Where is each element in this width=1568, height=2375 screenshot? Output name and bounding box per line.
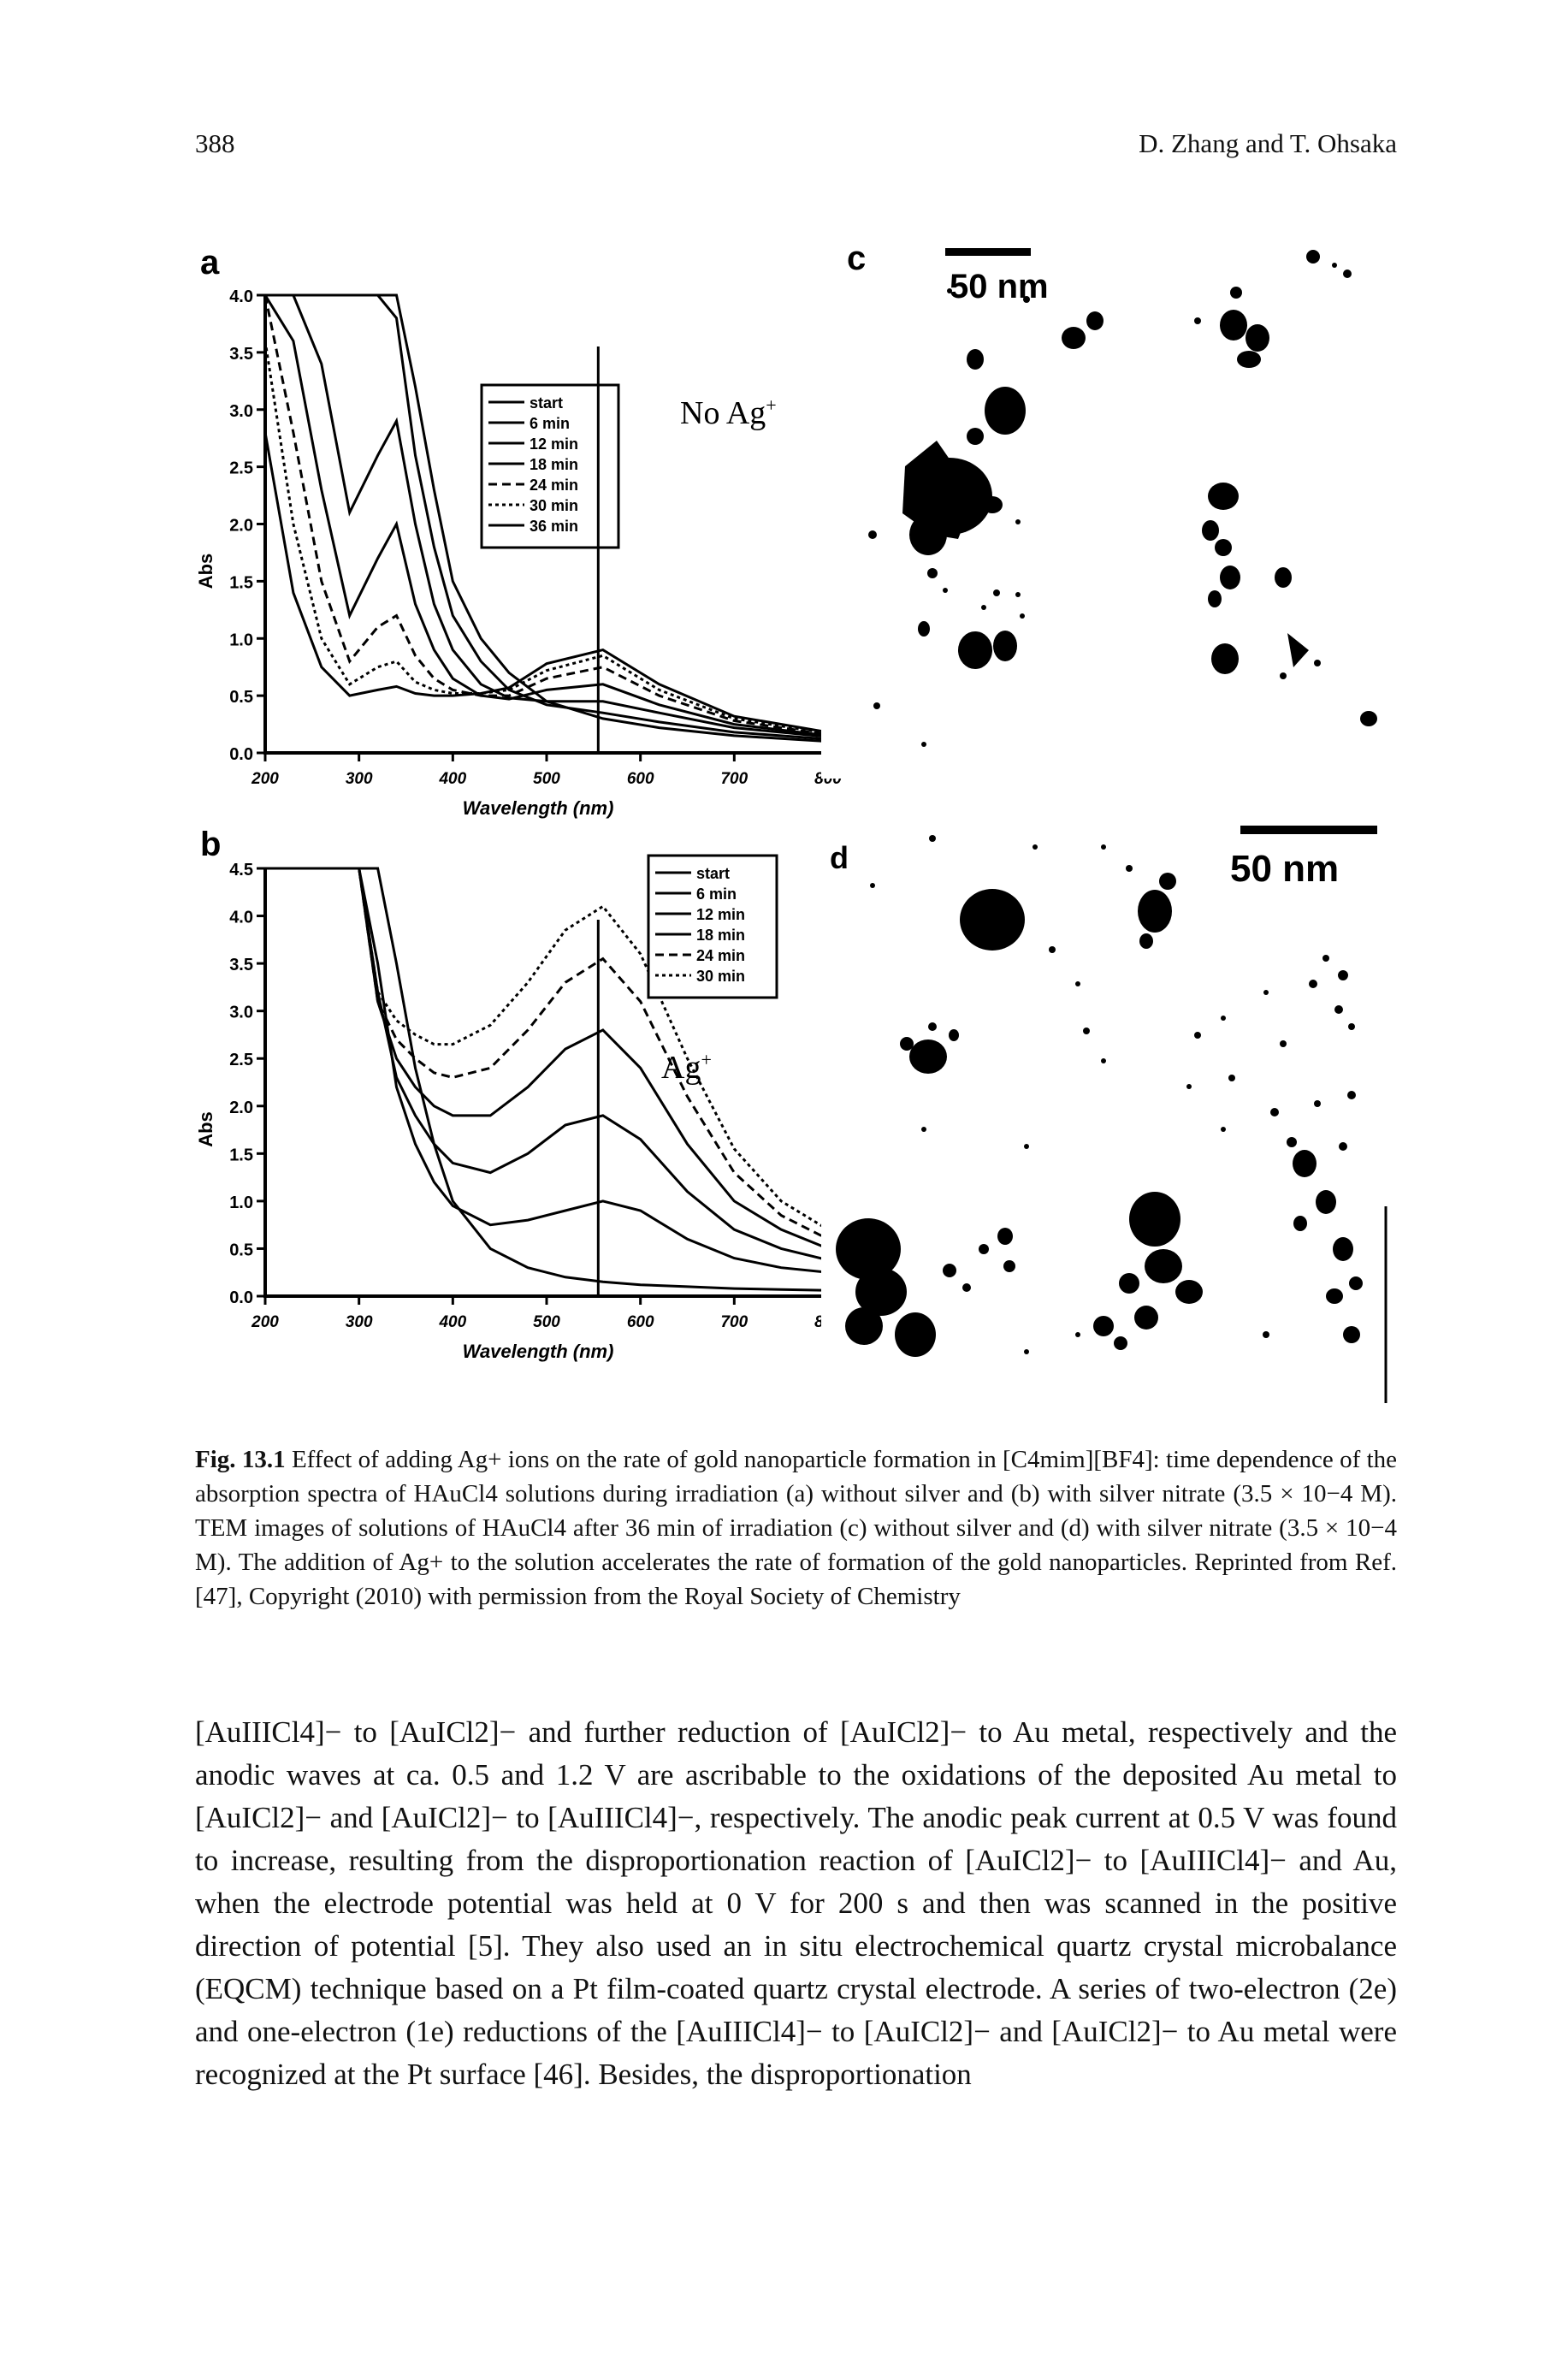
- y-tick-label: 4.5: [229, 861, 253, 880]
- x-tick-label: 300: [346, 1313, 373, 1331]
- x-tick-label: 600: [627, 1313, 654, 1331]
- figure-label: Fig. 13.1: [195, 1446, 286, 1473]
- y-tick-label: 2.5: [229, 1051, 253, 1069]
- nanoparticles-d: [836, 835, 1363, 1357]
- y-tick-label: 3.0: [229, 1004, 253, 1022]
- chart-a-svg: a 0.0 0.5 1.0 1.5 2.0 2.5 3.0 3.5 4.0 200 300 400 50…: [195, 244, 842, 819]
- x-tick-label: 500: [533, 1313, 560, 1331]
- x-tick-label: 300: [346, 770, 373, 788]
- series-line-36-min: [265, 432, 828, 734]
- legend-entry: 6 min: [530, 415, 570, 432]
- y-axis-label: Abs: [195, 554, 216, 589]
- legend-entry: 18 min: [530, 456, 578, 473]
- legend-box: [647, 854, 778, 999]
- panel-letter-c: c: [847, 240, 866, 277]
- figure-panel-a: a 0.0 0.5 1.0 1.5 2.0 2.5 3.0 3.5 4.0 200 300 400 50…: [195, 240, 845, 838]
- series-line-30-min: [265, 867, 828, 1231]
- y-tick-label: 3.0: [229, 402, 253, 421]
- x-tick-label: 700: [720, 770, 748, 788]
- running-head: 388 D. Zhang and T. Ohsaka: [195, 128, 1397, 163]
- y-tick-label: 2.5: [229, 459, 253, 478]
- panel-letter-b: b: [200, 826, 221, 863]
- legend-entry: 24 min: [696, 947, 745, 964]
- x-tick-label: 700: [720, 1313, 748, 1331]
- y-tick-label: 2.0: [229, 1099, 253, 1117]
- figure-caption: Fig. 13.1 Effect of adding Ag+ ions on t…: [195, 1442, 1397, 1614]
- y-tick-label: 1.0: [229, 631, 253, 649]
- x-tick-label: 200: [251, 1313, 279, 1331]
- scale-bar-d: [1240, 826, 1377, 834]
- x-tick-label: 400: [438, 770, 466, 788]
- figure-panel-b: b 0.0 0.5 1.0 1.5 2.0 2.5 3.0 3.5 4.0 4.5 200 300 40…: [195, 821, 845, 1386]
- y-tick-label: 2.0: [229, 517, 253, 536]
- legend-entry: 12 min: [696, 906, 745, 923]
- series-line-12-min: [265, 293, 828, 738]
- y-tick-label: 0.0: [229, 1288, 253, 1307]
- series-line-30-min: [265, 341, 828, 735]
- caption-text: Effect of adding Ag+ ions on the rate of…: [195, 1446, 1398, 1610]
- x-tick-label: 600: [627, 770, 654, 788]
- y-tick-label: 3.5: [229, 345, 253, 364]
- legend-entry: start: [530, 394, 563, 412]
- panel-letter-a: a: [200, 244, 220, 281]
- scale-bar-label-d: 50 nm: [1230, 848, 1339, 890]
- panel-b-annotation: Ag+: [661, 1049, 712, 1086]
- series-line-18-min: [265, 294, 828, 737]
- tem-image-c-svg: c 50 nm: [847, 240, 1377, 747]
- x-tick-label: 200: [251, 770, 279, 788]
- series-line-24-min: [265, 294, 828, 737]
- scale-bar-label-c: 50 nm: [950, 268, 1049, 305]
- legend-entry: 30 min: [530, 497, 578, 514]
- legend-entry: 12 min: [530, 435, 578, 453]
- y-tick-label: 4.0: [229, 287, 253, 306]
- legend-box: [480, 383, 620, 549]
- y-tick-label: 0.5: [229, 1241, 253, 1259]
- tem-image-d: d 50 nm: [821, 804, 1394, 1403]
- y-tick-label: 4.0: [229, 909, 253, 927]
- y-tick-label: 0.0: [229, 745, 253, 764]
- y-tick-label: 1.0: [229, 1193, 253, 1212]
- chart-b-svg: b 0.0 0.5 1.0 1.5 2.0 2.5 3.0 3.5 4.0 4.5 200 300 40…: [195, 826, 842, 1362]
- y-tick-label: 1.5: [229, 1146, 253, 1164]
- x-tick-label: 500: [533, 770, 560, 788]
- legend-entry: 6 min: [696, 885, 737, 903]
- legend-entry: start: [696, 865, 730, 882]
- x-axis-label: Wavelength (nm): [463, 797, 614, 819]
- panel-letter-d: d: [830, 840, 849, 875]
- x-axis-label: Wavelength (nm): [463, 1341, 614, 1362]
- scale-bar-c: [945, 248, 1031, 256]
- series-line-6-min: [265, 293, 828, 741]
- body-paragraph: [AuIIICl4]− to [AuICl2]− and further red…: [195, 1715, 1397, 2091]
- nanoparticles-c: [868, 250, 1377, 747]
- series-line-24-min: [265, 867, 828, 1241]
- y-tick-label: 0.5: [229, 688, 253, 707]
- tem-image-c: c 50 nm: [821, 240, 1394, 779]
- legend-entry: 24 min: [530, 477, 578, 494]
- y-axis-label: Abs: [195, 1111, 216, 1147]
- legend-entry: 30 min: [696, 968, 745, 985]
- y-tick-label: 1.5: [229, 573, 253, 592]
- tem-image-d-svg: d 50 nm: [830, 826, 1388, 1403]
- running-head-authors: D. Zhang and T. Ohsaka: [1139, 128, 1397, 158]
- legend-entry: 36 min: [530, 518, 578, 535]
- page-number: 388: [195, 128, 235, 158]
- x-tick-label: 400: [438, 1313, 466, 1331]
- panel-a-annotation: No Ag+: [680, 394, 777, 431]
- y-tick-label: 3.5: [229, 956, 253, 974]
- legend-entry: 18 min: [696, 927, 745, 944]
